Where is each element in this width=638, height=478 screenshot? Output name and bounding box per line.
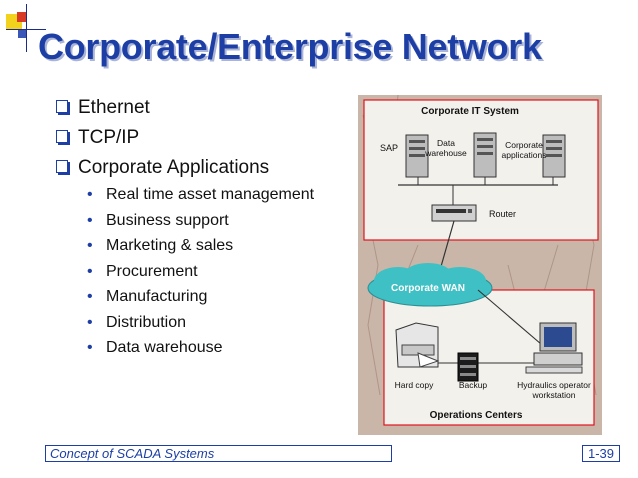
sub-bullet-item: • Marketing & sales — [86, 235, 314, 261]
wan-cloud-icon — [367, 263, 493, 307]
wan-ops-link — [477, 289, 549, 351]
router-wan-link — [439, 220, 455, 271]
sub-bullet-text: Business support — [106, 211, 229, 229]
main-bullet-list: Ethernet TCP/IP Corporate Applications — [56, 94, 269, 184]
sap-server-icon — [405, 134, 429, 178]
it-system-label: Corporate IT System — [421, 106, 519, 117]
sub-bullet-text: Real time asset management — [106, 186, 315, 203]
dot-bullet-icon: • — [87, 262, 93, 280]
dot-bullet-icon: • — [87, 288, 93, 305]
decor-square-blue — [18, 29, 27, 38]
dot-bullet-icon: • — [87, 313, 93, 331]
decor-square-red — [17, 12, 27, 22]
wan-label: Corporate WAN — [391, 283, 465, 294]
backup-tape-icon — [457, 352, 479, 382]
checkbox-bullet-icon — [56, 130, 68, 143]
sap-label: SAP — [380, 143, 398, 153]
sub-bullet-item: • Real time asset management — [86, 184, 314, 210]
bullet-text: TCP/IP — [78, 127, 140, 148]
hydraulics-label-2: workstation — [532, 390, 576, 400]
network-diagram: Corporate IT System SAP Data warehouse — [358, 94, 602, 435]
data-warehouse-label-1: Data — [437, 138, 455, 148]
sub-bullet-item: • Data warehouse — [86, 337, 314, 363]
corporate-apps-server-icon — [542, 134, 566, 178]
footer-course-title: Concept of SCADA Systems — [45, 445, 392, 462]
decor-horizontal-line — [6, 29, 46, 30]
bullet-text: Ethernet — [78, 97, 150, 118]
printer-icon — [395, 322, 440, 368]
dot-bullet-icon: • — [87, 237, 93, 254]
sub-bullet-text: Data warehouse — [106, 339, 223, 356]
dot-bullet-icon: • — [87, 186, 93, 203]
bullet-item: Corporate Applications — [56, 154, 269, 184]
dot-bullet-icon: • — [87, 339, 93, 356]
router-label: Router — [489, 209, 516, 219]
bullet-text: Corporate Applications — [78, 157, 270, 178]
operations-label: Operations Centers — [430, 410, 523, 421]
sub-bullet-text: Distribution — [106, 313, 187, 331]
slide-title: Corporate/Enterprise Network — [38, 26, 542, 67]
corporate-apps-label-2: applications — [502, 150, 547, 160]
decor-vertical-line — [26, 4, 27, 52]
sub-bullet-list: • Real time asset management • Business su… — [86, 184, 314, 363]
checkbox-bullet-icon — [56, 100, 68, 113]
data-warehouse-label-2: warehouse — [424, 148, 467, 158]
checkbox-bullet-icon — [56, 160, 68, 173]
data-warehouse-server-icon — [473, 132, 497, 178]
sub-bullet-item: • Procurement — [86, 261, 314, 287]
hardcopy-label: Hard copy — [395, 380, 434, 390]
bullet-item: Ethernet — [56, 94, 269, 124]
router-icon — [431, 204, 477, 222]
bullet-item: TCP/IP — [56, 124, 269, 154]
backup-label: Backup — [459, 380, 488, 390]
workstation-icon — [525, 322, 583, 374]
sub-bullet-text: Marketing & sales — [106, 237, 234, 254]
dot-bullet-icon: • — [87, 211, 93, 229]
page-number: 1-39 — [582, 445, 620, 462]
hydraulics-label-1: Hydraulics operator — [517, 380, 591, 390]
sub-bullet-item: • Business support — [86, 210, 314, 236]
sub-bullet-text: Manufacturing — [106, 288, 208, 305]
sub-bullet-text: Procurement — [106, 262, 198, 280]
network-diagram-svg: Corporate IT System SAP Data warehouse — [362, 94, 599, 426]
sub-bullet-item: • Distribution — [86, 312, 314, 338]
corporate-apps-label-1: Corporate — [505, 140, 543, 150]
sub-bullet-item: • Manufacturing — [86, 286, 314, 312]
